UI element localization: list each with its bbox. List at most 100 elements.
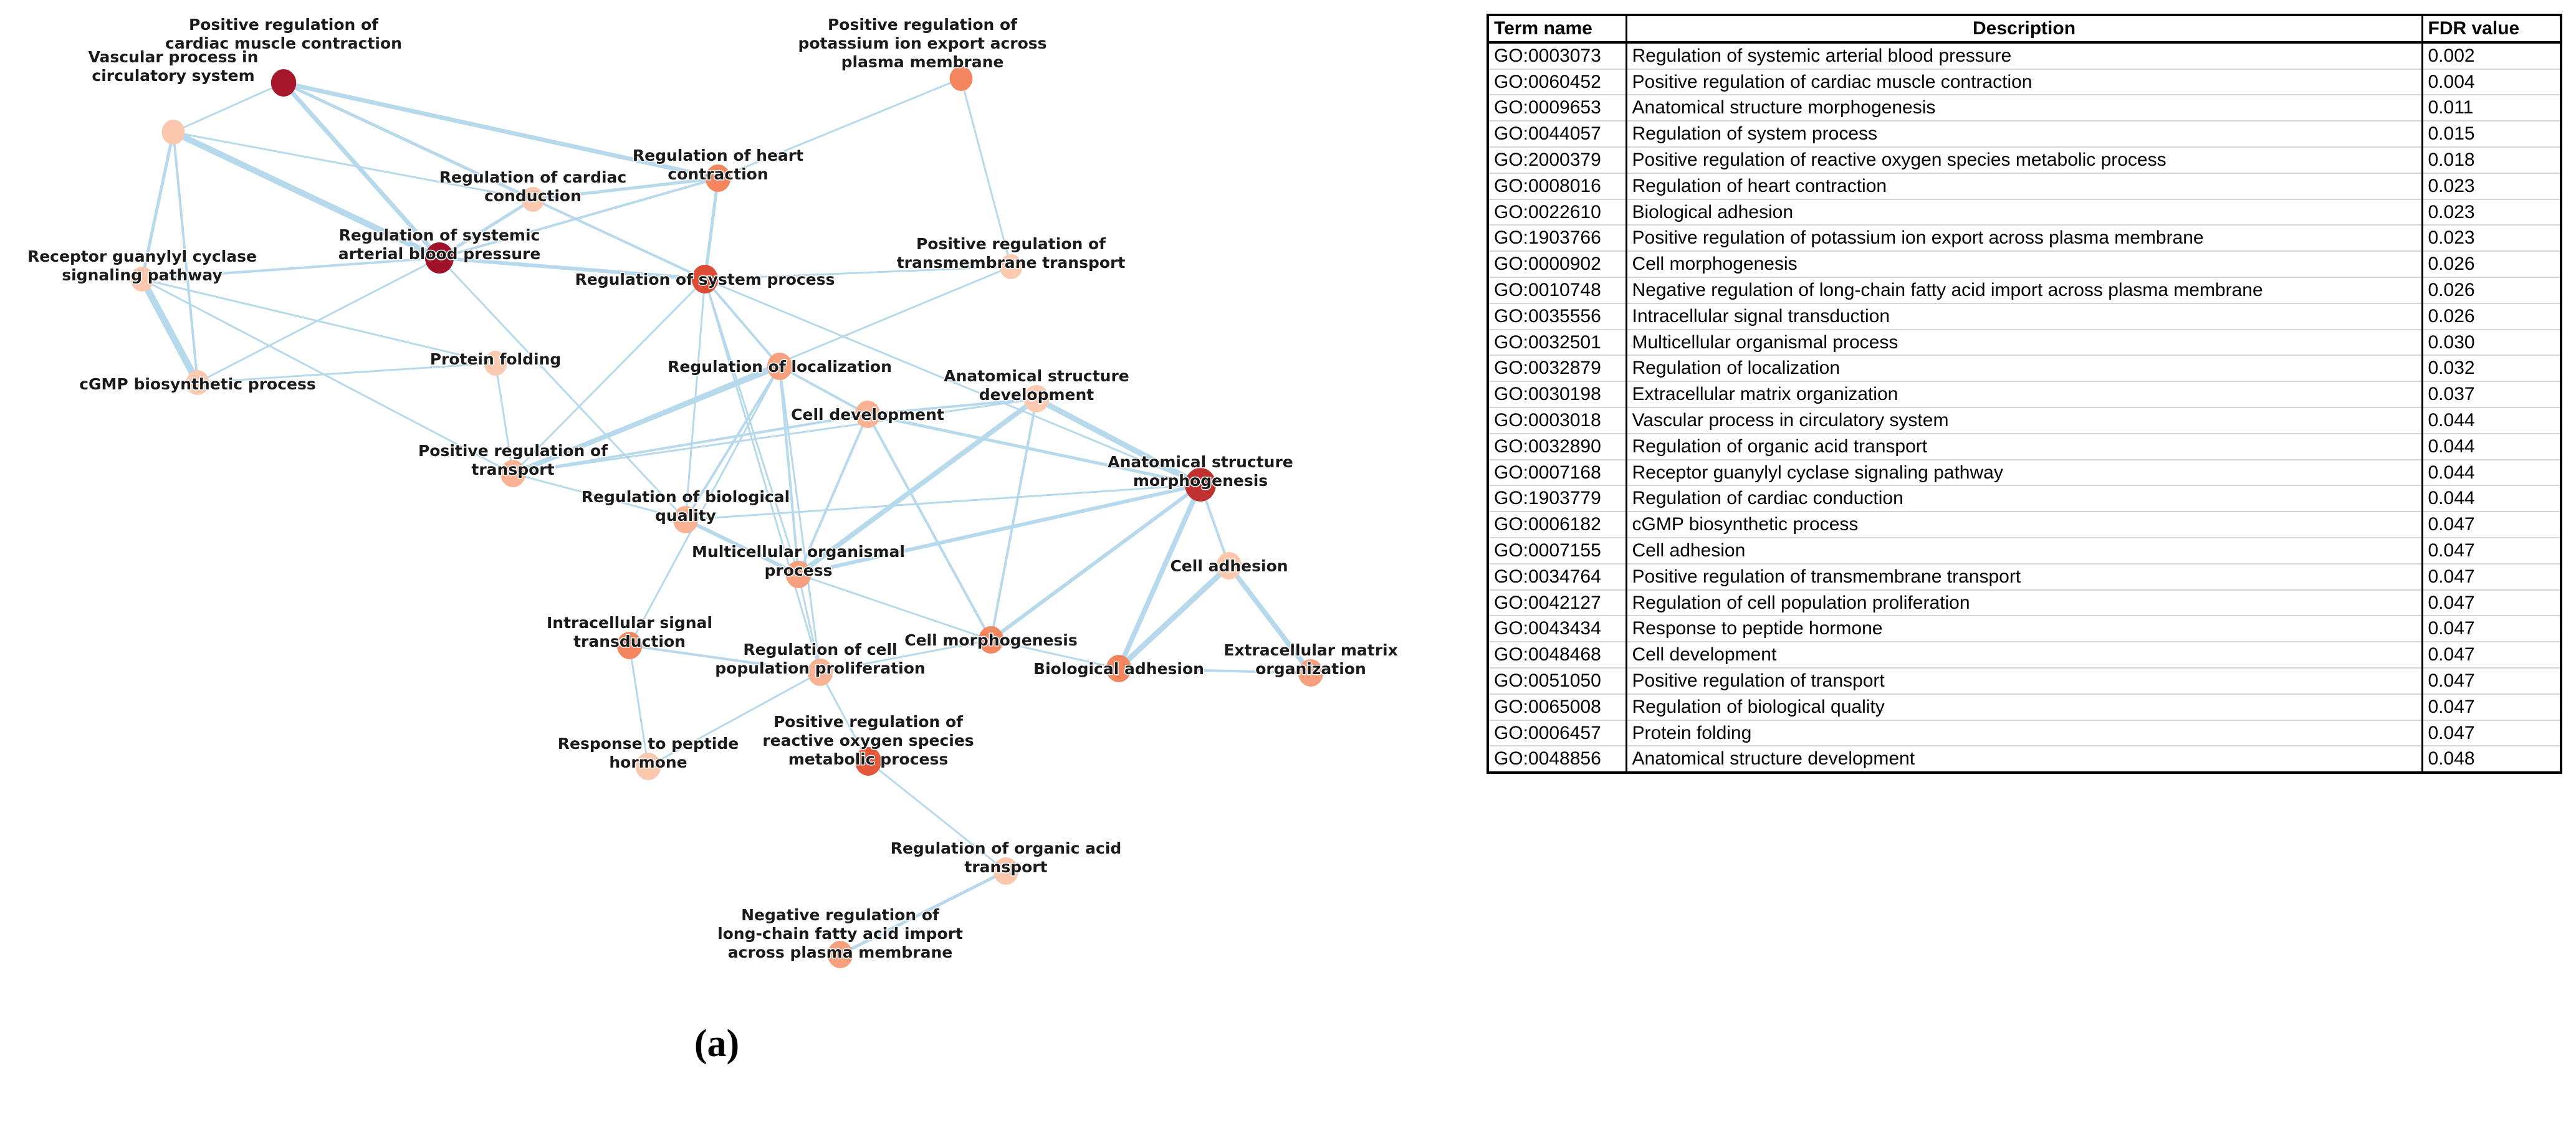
go-term-description: Cell development xyxy=(1625,642,2423,669)
network-node[interactable] xyxy=(1023,385,1050,412)
network-node[interactable] xyxy=(1216,552,1242,579)
network-edge xyxy=(512,472,687,521)
network-node[interactable] xyxy=(521,187,545,212)
network-edge xyxy=(797,483,1202,576)
go-term-id: GO:0006182 xyxy=(1487,512,1627,538)
network-node-label: Biological adhesion xyxy=(1033,660,1204,678)
go-term-description: Regulation of cell population proliferat… xyxy=(1625,589,2423,617)
go-term-id: GO:0060452 xyxy=(1487,69,1627,96)
network-node[interactable] xyxy=(616,632,643,659)
network-edge xyxy=(438,198,535,260)
network-edge xyxy=(703,176,720,281)
go-term-description: Receptor guanylyl cyclase signaling path… xyxy=(1625,459,2423,487)
go-term-id: GO:0032501 xyxy=(1487,329,1627,356)
go-term-description: Biological adhesion xyxy=(1625,199,2423,226)
go-table-container: Term name Description FDR value GO:00030… xyxy=(1487,14,2562,774)
go-term-description: Positive regulation of transport xyxy=(1625,667,2423,695)
go-term-id: GO:0003018 xyxy=(1487,407,1627,434)
go-term-description: Intracellular signal transduction xyxy=(1625,303,2423,330)
network-edge xyxy=(512,398,1038,475)
network-node[interactable] xyxy=(1298,659,1324,687)
network-node[interactable] xyxy=(767,353,793,380)
go-term-id: GO:0043434 xyxy=(1487,616,1627,643)
go-term-id: GO:0006457 xyxy=(1487,720,1627,747)
network-node[interactable] xyxy=(999,254,1023,279)
network-node[interactable] xyxy=(161,120,185,145)
network-node[interactable] xyxy=(993,857,1019,885)
network-edge xyxy=(438,257,687,521)
network-edge xyxy=(172,131,199,384)
network-node[interactable] xyxy=(425,242,454,274)
network-edge xyxy=(196,362,497,384)
network-node[interactable] xyxy=(855,401,881,428)
network-node[interactable] xyxy=(785,561,812,588)
go-term-id: GO:0065008 xyxy=(1487,693,1627,721)
go-term-description: Anatomical structure development xyxy=(1625,746,2423,774)
column-header-term-name: Term name xyxy=(1487,15,1627,42)
network-edge xyxy=(647,671,821,768)
go-term-id: GO:1903766 xyxy=(1487,225,1627,252)
network-edge xyxy=(704,278,821,674)
network-node[interactable] xyxy=(691,265,719,293)
go-term-fdr: 0.026 xyxy=(2421,277,2562,304)
go-term-fdr: 0.037 xyxy=(2421,381,2562,408)
go-term-fdr: 0.044 xyxy=(2421,407,2562,434)
network-node[interactable] xyxy=(827,941,853,968)
go-term-description: Regulation of heart contraction xyxy=(1625,173,2423,200)
network-node[interactable] xyxy=(673,506,699,533)
network-edge xyxy=(819,639,992,674)
go-term-id: GO:0000902 xyxy=(1487,251,1627,278)
network-node[interactable] xyxy=(635,753,661,780)
network-node[interactable] xyxy=(500,460,526,487)
network-node[interactable] xyxy=(1106,655,1132,682)
network-node[interactable] xyxy=(807,659,833,686)
network-edge xyxy=(512,278,706,475)
network-edge xyxy=(196,257,441,384)
network-node[interactable] xyxy=(855,747,882,776)
network-edge xyxy=(531,176,720,201)
network-node[interactable] xyxy=(484,351,507,376)
network-node[interactable] xyxy=(949,66,973,91)
network-node[interactable] xyxy=(271,69,297,97)
network-edge xyxy=(866,398,1038,416)
network-node[interactable] xyxy=(1185,468,1216,502)
go-term-fdr: 0.048 xyxy=(2421,746,2562,774)
go-term-id: GO:0008016 xyxy=(1487,173,1627,200)
network-edge xyxy=(140,130,175,281)
go-term-fdr: 0.018 xyxy=(2421,146,2562,174)
go-term-fdr: 0.030 xyxy=(2421,329,2562,356)
network-edge xyxy=(778,365,800,576)
go-term-id: GO:0007168 xyxy=(1487,459,1627,487)
network-node[interactable] xyxy=(705,164,731,192)
network-edge xyxy=(138,275,201,386)
go-term-fdr: 0.002 xyxy=(2421,42,2562,70)
go-term-fdr: 0.044 xyxy=(2421,459,2562,487)
network-node[interactable] xyxy=(978,626,1004,654)
go-term-id: GO:0009653 xyxy=(1487,95,1627,122)
network-edge xyxy=(684,518,800,576)
network-edge xyxy=(281,80,442,260)
network-node[interactable] xyxy=(130,267,154,292)
go-term-description: Positive regulation of transmembrane tra… xyxy=(1625,563,2423,591)
go-term-id: GO:0003073 xyxy=(1487,42,1627,70)
network-edge xyxy=(960,77,1012,268)
network-node[interactable] xyxy=(186,370,209,395)
column-header-fdr-value: FDR value xyxy=(2421,15,2562,42)
go-term-description: Regulation of systemic arterial blood pr… xyxy=(1625,42,2423,70)
go-term-description: Regulation of biological quality xyxy=(1625,693,2423,721)
